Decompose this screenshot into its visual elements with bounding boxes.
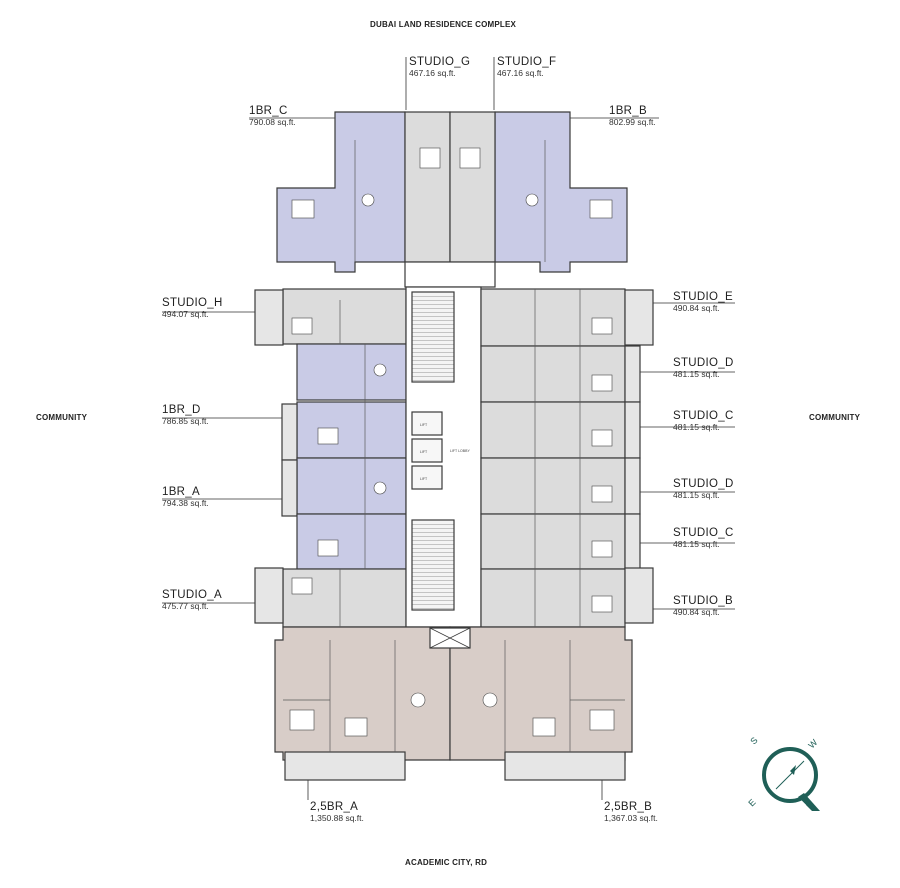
- right-community-label: COMMUNITY: [809, 413, 861, 422]
- leader-lines: [162, 57, 735, 800]
- interior-walls: [283, 140, 625, 752]
- unit-studio-d1: [480, 345, 626, 403]
- stair-north: [411, 291, 455, 383]
- unit-1br-d-upper: [296, 343, 407, 401]
- top-heading: DUBAI LAND RESIDENCE COMPLEX: [370, 20, 517, 29]
- middle-wing: [254, 286, 654, 628]
- compass-w: W: [806, 737, 819, 750]
- lift-3: [411, 465, 443, 490]
- lift-2-label: LIFT: [420, 450, 428, 454]
- unit-1br-b: [494, 111, 628, 273]
- lift-lobby-label: LIFT LOBBY: [450, 449, 470, 453]
- unit-1br-a: [296, 457, 407, 515]
- bottom-wing: [274, 626, 633, 781]
- lift-3-label: LIFT: [420, 477, 428, 481]
- top-wing: [276, 111, 628, 288]
- unit-studio-g: [404, 111, 451, 263]
- stair-south: [411, 519, 455, 611]
- furniture: [289, 147, 615, 737]
- unit-studio-f: [449, 111, 496, 263]
- unit-studio-e: [480, 288, 626, 347]
- unit-2-5br-a: [274, 626, 451, 761]
- bottom-heading: ACADEMIC CITY, RD: [405, 858, 488, 867]
- unit-1br-a-lower: [296, 513, 407, 570]
- unit-1br-d: [296, 401, 407, 459]
- unit-1br-c: [276, 111, 406, 273]
- compass-e: E: [746, 797, 757, 808]
- lift-1: [411, 411, 443, 436]
- compass-n: N: [796, 799, 808, 811]
- unit-2-5br-b: [449, 626, 633, 761]
- compass-icon: S W E N: [746, 735, 820, 811]
- lift-1-label: LIFT: [420, 423, 428, 427]
- left-community-label: COMMUNITY: [36, 413, 88, 422]
- compass-s: S: [748, 735, 759, 746]
- lift-2: [411, 438, 443, 463]
- unit-studio-h: [282, 288, 407, 345]
